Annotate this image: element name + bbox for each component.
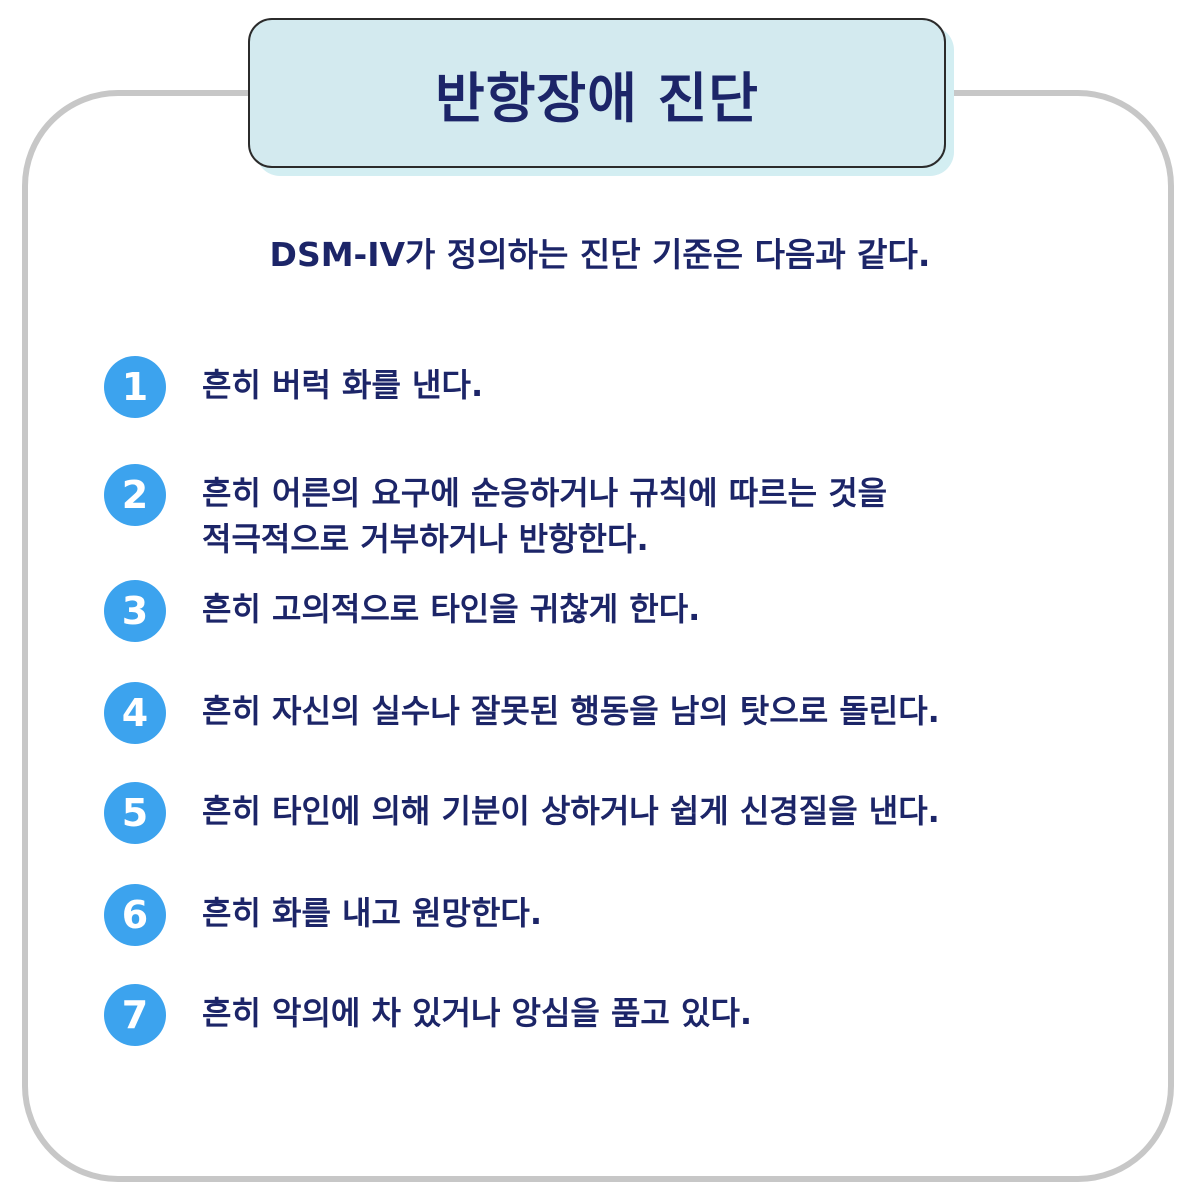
number-badge: 6: [104, 884, 166, 946]
content-card: [22, 90, 1174, 1182]
criterion-text: 흔히 악의에 차 있거나 앙심을 품고 있다.: [202, 984, 1082, 1036]
number-badge: 3: [104, 580, 166, 642]
number-badge: 2: [104, 464, 166, 526]
number-badge: 1: [104, 356, 166, 418]
number-badge: 4: [104, 682, 166, 744]
page-title: 반항장애 진단: [435, 66, 759, 130]
title-box: 반항장애 진단: [248, 18, 946, 168]
criterion-line: 흔히 악의에 차 있거나 앙심을 품고 있다.: [202, 994, 753, 1032]
intro-text: DSM-IV가 정의하는 진단 기준은 다음과 같다.: [269, 235, 931, 274]
criterion-item: 2 흔히 어른의 요구에 순응하거나 규칙에 따르는 것을 적극적으로 거부하거…: [104, 464, 1082, 562]
criterion-item: 1 흔히 버럭 화를 낸다.: [104, 356, 1082, 418]
number-badge: 7: [104, 984, 166, 1046]
criterion-line: 흔히 버럭 화를 낸다.: [202, 366, 484, 404]
criterion-text: 흔히 버럭 화를 낸다.: [202, 356, 1082, 408]
criterion-text: 흔히 고의적으로 타인을 귀찮게 한다.: [202, 580, 1082, 632]
criterion-item: 6 흔히 화를 내고 원망한다.: [104, 884, 1082, 946]
criterion-line: 흔히 화를 내고 원망한다.: [202, 894, 542, 932]
criterion-item: 7 흔히 악의에 차 있거나 앙심을 품고 있다.: [104, 984, 1082, 1046]
criterion-line: 흔히 자신의 실수나 잘못된 행동을 남의 탓으로 돌린다.: [202, 692, 940, 730]
criterion-text: 흔히 어른의 요구에 순응하거나 규칙에 따르는 것을 적극적으로 거부하거나 …: [202, 464, 1082, 562]
criterion-text: 흔히 타인에 의해 기분이 상하거나 쉽게 신경질을 낸다.: [202, 782, 1082, 834]
criterion-line: 흔히 고의적으로 타인을 귀찮게 한다.: [202, 590, 701, 628]
criterion-item: 5 흔히 타인에 의해 기분이 상하거나 쉽게 신경질을 낸다.: [104, 782, 1082, 844]
number-badge: 5: [104, 782, 166, 844]
criterion-line: 흔히 타인에 의해 기분이 상하거나 쉽게 신경질을 낸다.: [202, 792, 940, 830]
criterion-line: 적극적으로 거부하거나 반항한다.: [202, 520, 649, 558]
criterion-text: 흔히 자신의 실수나 잘못된 행동을 남의 탓으로 돌린다.: [202, 682, 1082, 734]
criterion-item: 3 흔히 고의적으로 타인을 귀찮게 한다.: [104, 580, 1082, 642]
criterion-text: 흔히 화를 내고 원망한다.: [202, 884, 1082, 936]
criterion-item: 4 흔히 자신의 실수나 잘못된 행동을 남의 탓으로 돌린다.: [104, 682, 1082, 744]
criterion-line: 흔히 어른의 요구에 순응하거나 규칙에 따르는 것을: [202, 474, 888, 512]
